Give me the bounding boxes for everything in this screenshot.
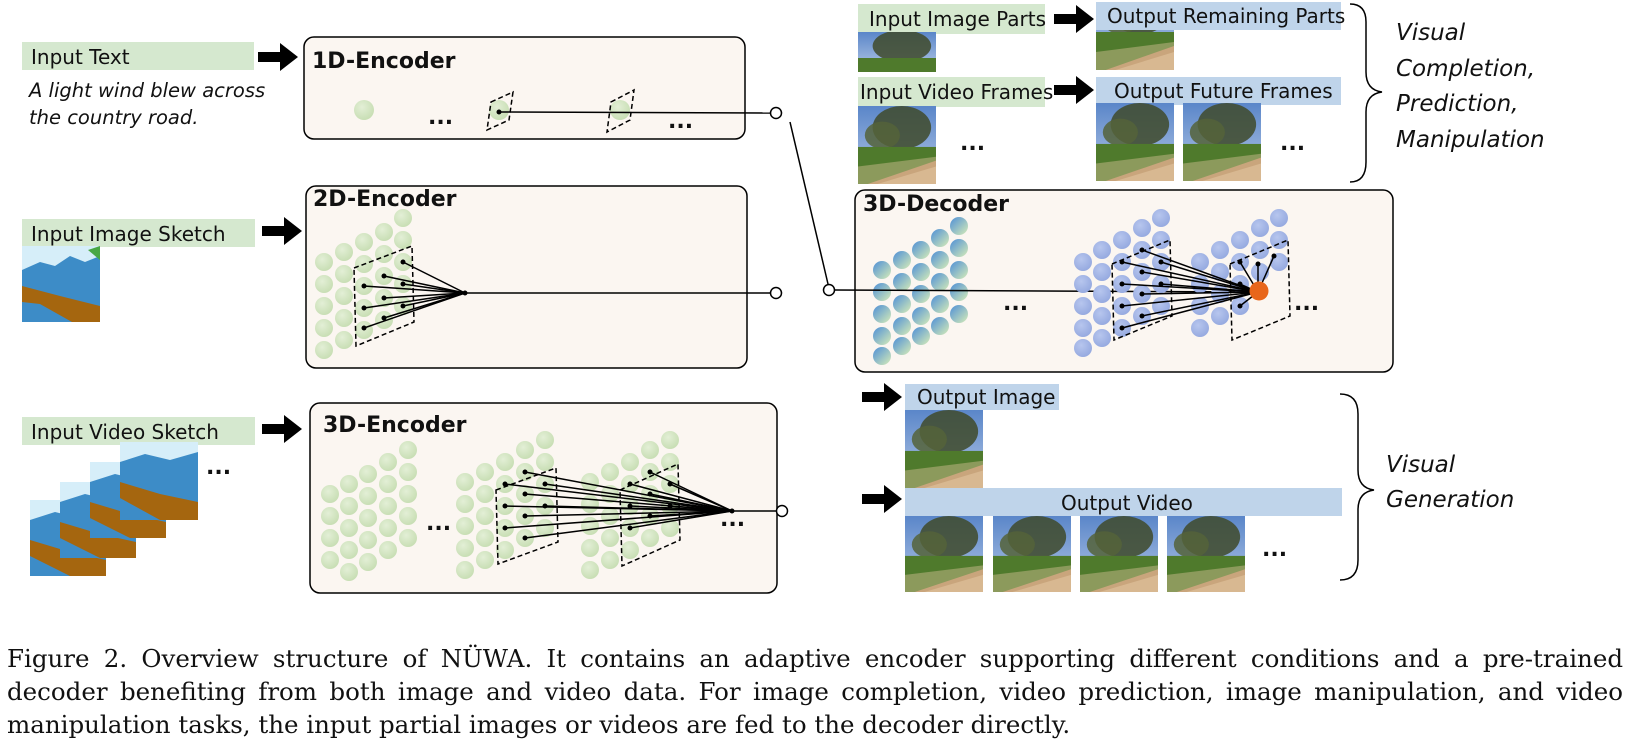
encoder-3d-ellipsis-1: ...	[426, 511, 451, 536]
arrow-right-icon	[1054, 5, 1094, 33]
group-label-generation: Visual Generation	[1386, 452, 1514, 513]
encoder-1d-title: 1D-Encoder	[312, 49, 456, 74]
input-image-parts-label-bg	[858, 4, 1045, 34]
decoder-3d-panel: 3D-Decoder ...	[833, 189, 1394, 373]
group-label-completion: Visual Completion, Prediction, Manipulat…	[1396, 20, 1545, 153]
input-video-sketch-label-bg	[22, 417, 255, 445]
input-text-example-line2: the country road.	[29, 106, 198, 129]
nuwa-overview-diagram: Input Text A light wind blew across the …	[22, 2, 1545, 594]
task-output-video: Output Video ...	[905, 488, 1342, 592]
decoder-ellipsis-1: ...	[1003, 291, 1028, 316]
encoder-3d-dot-grid-2	[456, 431, 554, 579]
input-image-sketch-label: Input Image Sketch	[31, 222, 226, 246]
output-video-label: Output Video	[1061, 491, 1193, 515]
encoder-2d-panel: 2D-Encoder	[305, 185, 771, 369]
decoder-3d-title: 3D-Decoder	[863, 192, 1009, 217]
input-video-frames-label: Input Video Frames	[860, 80, 1053, 104]
arrow-right-icon	[862, 485, 902, 513]
arrow-right-icon	[258, 43, 298, 71]
group-top-line2: Completion,	[1396, 56, 1535, 82]
photo-thumbnail-icon	[1183, 103, 1261, 181]
photo-thumbnail-icon	[1096, 103, 1174, 181]
input-text-group: Input Text A light wind blew across the …	[22, 42, 265, 129]
photo-thumbnail-icon	[1080, 516, 1158, 592]
output-video-label-bg	[905, 488, 1342, 516]
task-input-image-parts: Input Image Parts	[858, 4, 1046, 72]
encoder-decoder-connector	[789, 121, 829, 285]
output-image-label-bg	[905, 384, 1059, 410]
arrow-right-icon	[262, 217, 302, 245]
figure-caption: Figure 2. Overview structure of NÜWA. It…	[7, 644, 1623, 739]
output-future-frames-label-bg	[1096, 77, 1341, 105]
encoder-3d-dot-grid-1	[321, 441, 417, 581]
decoder-target-token	[1249, 281, 1269, 301]
encoder-1d-ellipsis-1: ...	[428, 105, 453, 130]
input-video-sketch-group: Input Video Sketch ...	[22, 417, 255, 576]
encoder-2d-title: 2D-Encoder	[313, 187, 457, 212]
photo-thumbnail-icon	[905, 410, 983, 488]
input-text-example-line1: A light wind blew across	[27, 79, 265, 102]
encoder-3d-ellipsis-2: ...	[720, 507, 745, 532]
task-input-video-frames: Input Video Frames ...	[858, 77, 1053, 184]
arrow-right-icon	[862, 383, 902, 411]
video-sketch-ellipsis: ...	[206, 455, 231, 480]
decoder-gradient-dot-grid	[873, 217, 968, 365]
sketch-thumbnail-icon	[22, 246, 100, 322]
output-remaining-parts-label: Output Remaining Parts	[1107, 4, 1345, 28]
group-top-line1: Visual	[1396, 20, 1466, 46]
decoder-ellipsis-2: ...	[1294, 291, 1319, 316]
input-video-sketch-label: Input Video Sketch	[31, 420, 219, 444]
encoder-1d-panel: 1D-Encoder ... ...	[303, 36, 772, 140]
decoder-input-port	[822, 283, 836, 297]
input-image-sketch-label-bg	[22, 219, 255, 247]
arrow-right-icon	[262, 415, 302, 443]
output-future-frames-label: Output Future Frames	[1114, 79, 1333, 103]
encoder-3d-title: 3D-Encoder	[323, 413, 467, 438]
brace-icon	[1339, 393, 1375, 581]
encoder-output-ports	[769, 106, 789, 518]
output-video-ellipsis: ...	[1262, 537, 1287, 562]
photo-thumbnail-icon	[993, 516, 1071, 592]
video-sketch-frame-4	[120, 442, 198, 520]
task-output-image: Output Image	[905, 384, 1059, 488]
output-future-frames-ellipsis: ...	[1280, 131, 1305, 156]
input-image-parts-label: Input Image Parts	[869, 7, 1046, 31]
brace-icon	[1349, 3, 1383, 183]
input-video-frames-label-bg	[858, 77, 1045, 107]
input-text-label-bg	[22, 42, 254, 70]
input-image-sketch-group: Input Image Sketch	[22, 219, 255, 322]
output-remaining-parts-label-bg	[1096, 2, 1341, 30]
photo-thumbnail-icon	[858, 106, 936, 184]
group-bottom-line1: Visual	[1386, 452, 1456, 478]
group-top-line3: Prediction,	[1396, 91, 1518, 117]
group-top-line4: Manipulation	[1396, 127, 1545, 153]
input-text-label: Input Text	[31, 45, 130, 69]
input-video-frames-ellipsis: ...	[960, 131, 985, 156]
photo-thumbnail-icon	[858, 32, 936, 72]
task-output-remaining-parts: Output Remaining Parts	[1096, 2, 1345, 70]
encoder-3d-panel: 3D-Encoder ...	[309, 402, 779, 594]
output-image-label: Output Image	[917, 385, 1055, 409]
group-bottom-line2: Generation	[1386, 487, 1514, 513]
photo-thumbnail-icon	[1167, 516, 1245, 592]
task-output-future-frames: Output Future Frames ...	[1096, 77, 1341, 181]
arrow-right-icon	[1054, 76, 1094, 104]
photo-thumbnail-icon	[905, 516, 983, 592]
